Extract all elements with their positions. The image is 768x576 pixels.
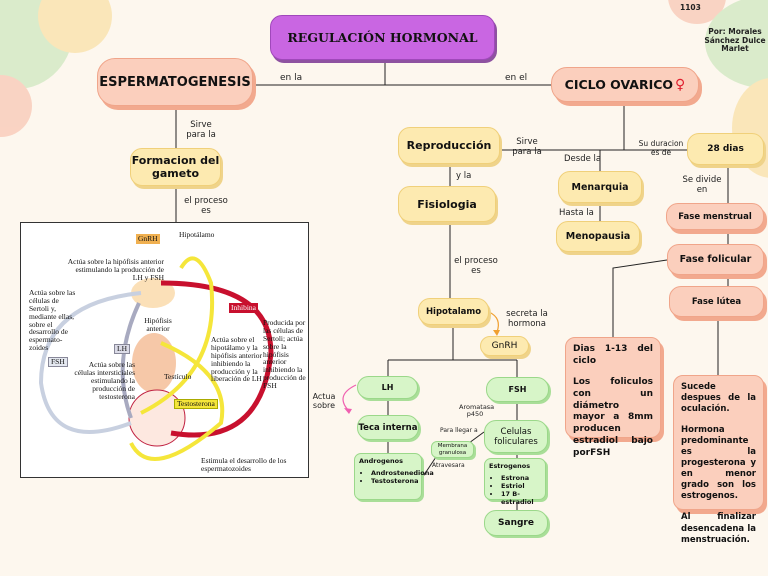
fig-text-2: Actúa sobre las células de Sertoli y, me… <box>29 288 76 353</box>
estrogenos-title: Estrogenos <box>489 462 531 470</box>
link-se-divide: Se divide en <box>682 175 722 195</box>
ciclo-ovarico-label: CICLO OVARICO <box>564 77 674 92</box>
link-sirve-para: Sirve para la <box>186 120 216 140</box>
lutea-description: Sucede despues de la oculación. Hormona … <box>673 375 764 545</box>
decor-circle-yellow <box>38 0 112 53</box>
lh-node: LH <box>357 376 418 399</box>
androgenos-node: Androgenos AndrostenedionaTestosterona <box>354 453 434 500</box>
fisiologia-node: Fisiologia <box>398 186 496 222</box>
estrogeno-item: Estrona <box>501 474 541 482</box>
fig-text-6: Estimula el desarrollo de los espermatoz… <box>201 456 287 473</box>
link-hasta-la: Hasta la <box>559 208 594 218</box>
fig-testiculo: Testículo <box>164 372 192 381</box>
link-duracion: Su duracion es de <box>638 139 684 157</box>
uterus-icon: ♀ <box>675 76 686 93</box>
link-proceso-es: el proceso es <box>454 256 498 276</box>
androgeno-item: Testosterona <box>371 477 419 485</box>
link-en-el: en el <box>505 73 528 83</box>
fase-menstrual-node: Fase menstrual <box>666 203 764 230</box>
estrogenos-node: Estrogenos EstronaEstriol17 B-estradiol <box>484 458 546 506</box>
link-y-la: y la <box>456 171 472 181</box>
fig-text-4: Actúa sobre las células intersticiales e… <box>74 360 135 401</box>
teca-interna-node: Teca interna <box>357 415 419 440</box>
folicular-text: Dias 1-13 del ciclo <box>573 344 653 366</box>
gameto-node: Formacion del gameto <box>130 148 221 186</box>
link-sirve-para-repro: Sirve para la <box>512 137 542 157</box>
dias-node: 28 dias <box>687 133 764 165</box>
fig-text-3: Producida por las células de Sertoli; ac… <box>263 318 306 390</box>
aromatasa-label: Aromatasa p450 <box>459 403 495 419</box>
lutea-text: Sucede despues de la oculación. <box>681 382 756 415</box>
menopausia-node: Menopausia <box>556 221 640 252</box>
link-para-llegar: Para llegar a <box>440 427 478 434</box>
sangre-node: Sangre <box>484 510 548 536</box>
androgeno-item: Androstenediona <box>371 469 434 477</box>
fig-fsh: FSH <box>48 357 68 367</box>
fsh-node: FSH <box>486 377 549 402</box>
fig-hipotalamo: Hipotálamo <box>179 230 215 239</box>
gnrh-node: GnRH <box>480 336 529 356</box>
estrogeno-item: 17 B-estradiol <box>501 490 541 506</box>
fase-folicular-node: Fase folicular <box>667 244 764 275</box>
androgenos-title: Androgenos <box>359 457 404 465</box>
link-proceso: el proceso es <box>184 196 228 216</box>
fig-inhibina: Inhibina <box>229 303 258 313</box>
celulas-foliculares-node: Celulas foliculares <box>484 420 548 453</box>
fig-gnrh: GnRH <box>136 234 160 244</box>
decor-circle-green <box>705 0 768 89</box>
link-desde-la: Desde la <box>564 154 602 164</box>
fig-testosterona: Testosterona <box>174 399 218 409</box>
decor-circle-salmon <box>668 0 726 24</box>
reproduccion-node: Reproducción <box>398 127 500 164</box>
fig-lh: LH <box>114 344 130 354</box>
link-atravesara: Atravesara <box>432 462 465 469</box>
fig-text-5: Actúa sobre el hipotálamo y la hipófisis… <box>211 335 263 384</box>
figure-arrows <box>38 256 274 461</box>
link-en-la: en la <box>280 73 303 83</box>
hipotalamo-node: Hipotalamo <box>418 298 489 325</box>
link-secreta: secreta la hormona <box>506 309 548 329</box>
fig-hipofisis: Hipófisis anterior <box>144 316 172 333</box>
espermatogenesis-node: ESPERMATOGENESIS <box>97 58 253 106</box>
author-label: Por: Morales Sánchez Dulce Marlet <box>704 27 766 54</box>
spermatogenesis-regulation-figure: GnRH Hipotálamo Actúa sobre la hipófisis… <box>20 222 309 478</box>
folicular-text: Los foliculos con un diámetro mayor a 8m… <box>573 377 653 458</box>
lutea-text: Al finalizar desencadena la menstruación… <box>681 512 756 545</box>
ciclo-ovarico-node: CICLO OVARICO ♀ <box>551 67 699 102</box>
link-actua-sobre: Actua sobre <box>312 392 336 411</box>
estrogeno-item: Estriol <box>501 482 541 490</box>
group-label: 1103 <box>680 3 701 12</box>
menarquia-node: Menarquia <box>558 171 642 203</box>
lutea-text: Hormona predominante es la progesterona … <box>681 425 756 502</box>
fig-text-1: Actúa sobre la hipófisis anterior estimu… <box>67 257 164 282</box>
decor-circle-salmon <box>0 75 32 137</box>
folicular-description: Dias 1-13 del ciclo Los foliculos con un… <box>565 337 661 458</box>
membrana-node: Membrana granulosa <box>431 441 474 458</box>
fase-lutea-node: Fase lútea <box>669 286 764 317</box>
title-node: REGULACIÓN HORMONAL <box>270 15 495 60</box>
